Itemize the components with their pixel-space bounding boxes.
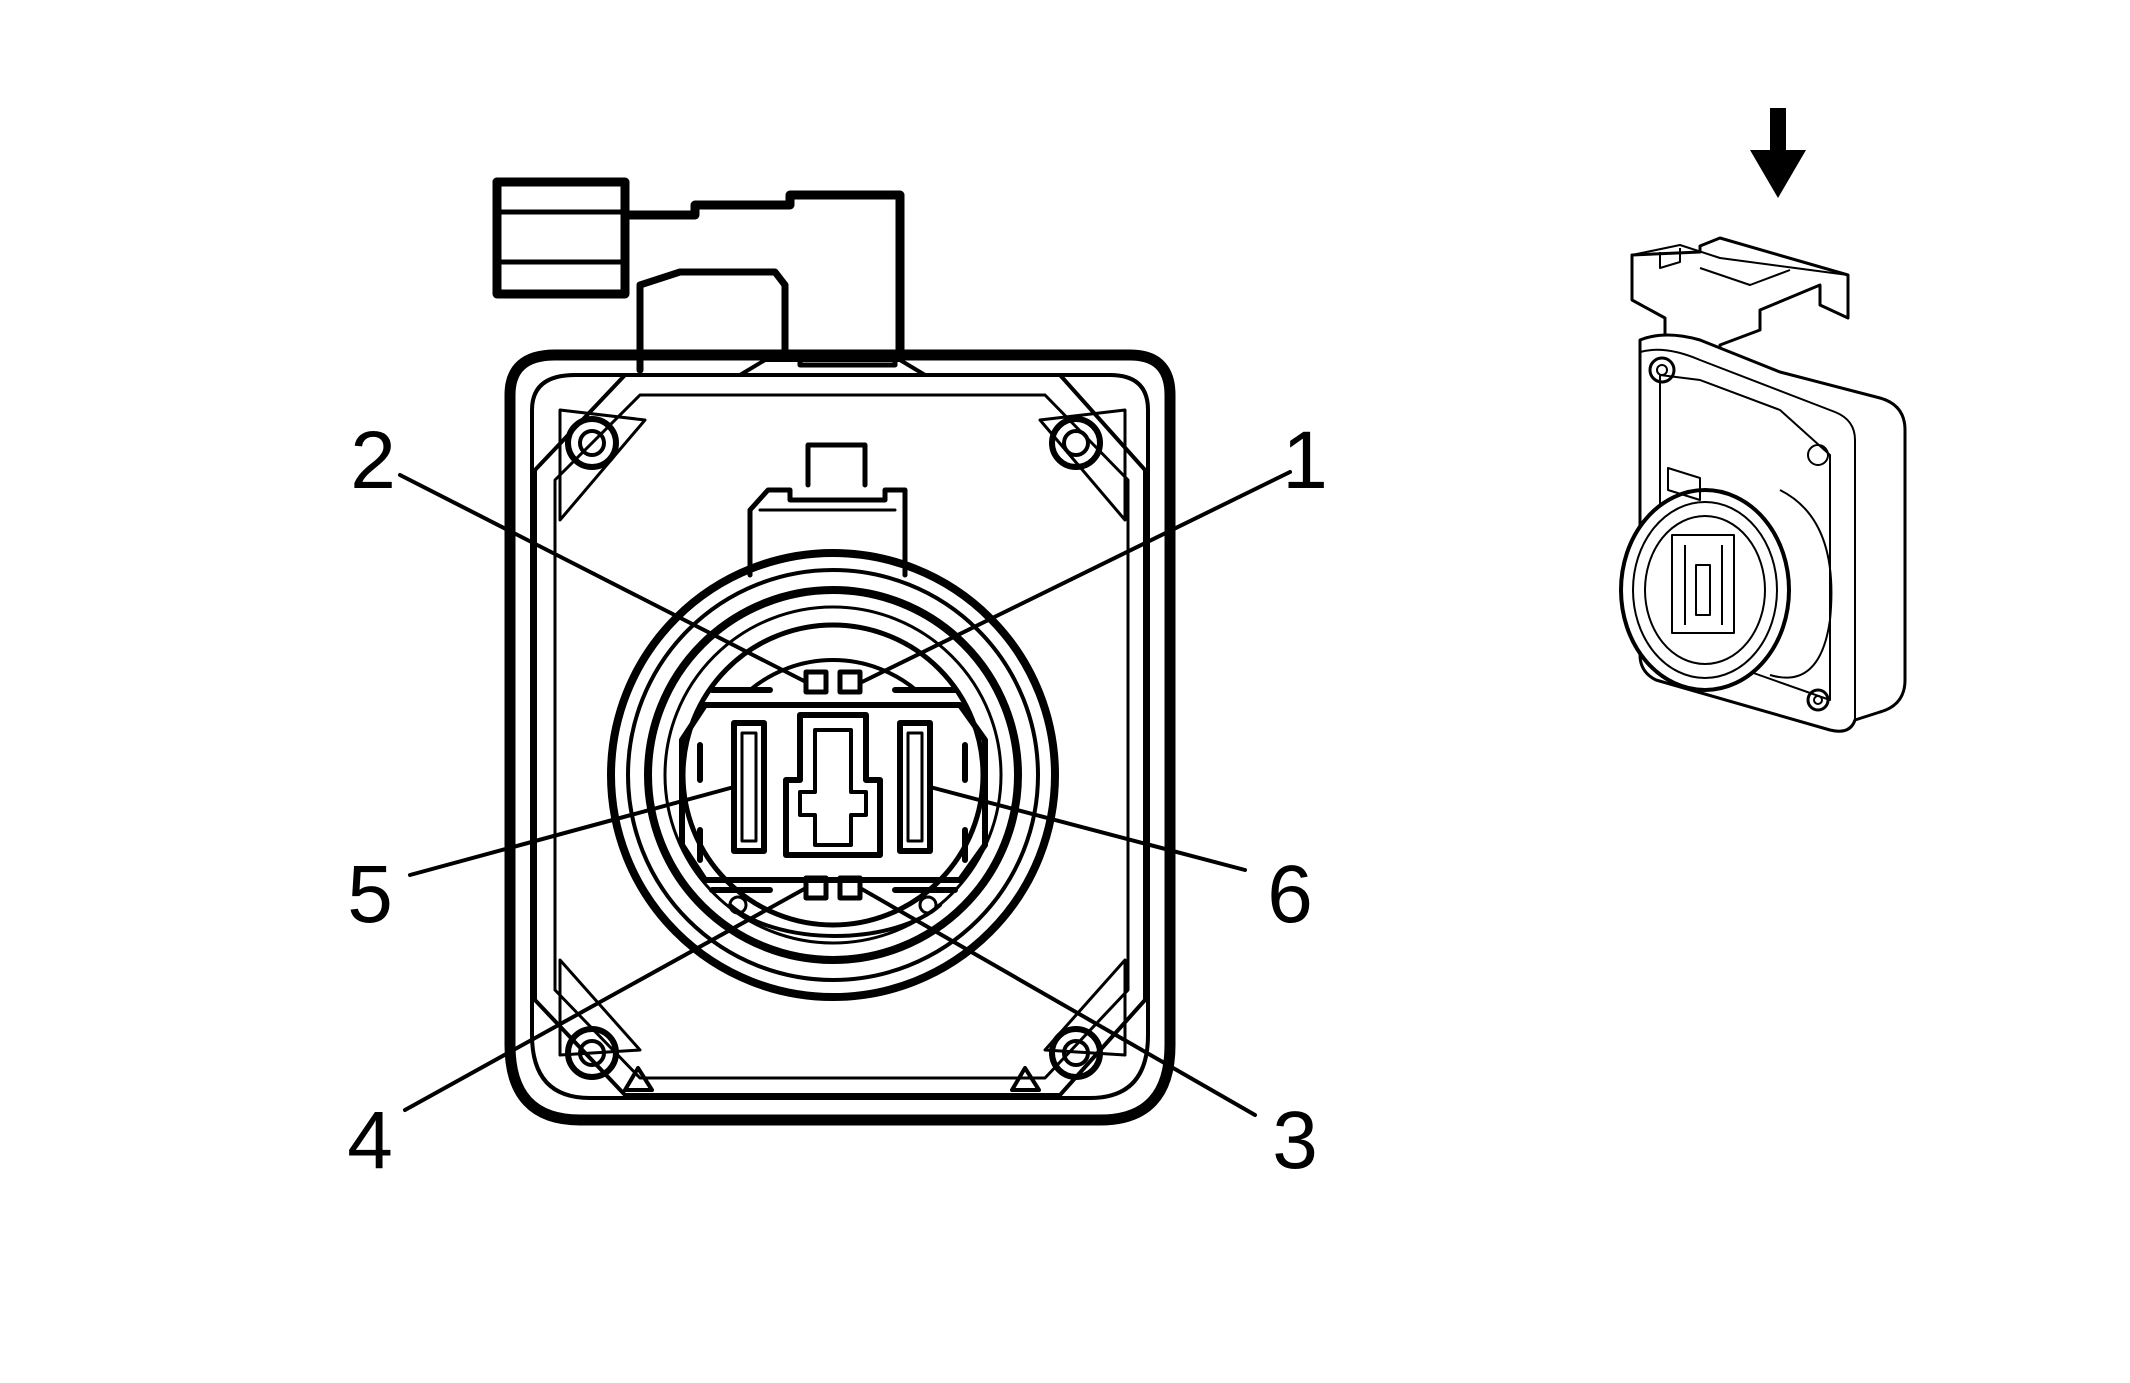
connector-housing <box>504 349 1176 1126</box>
pin-label-5: 5 <box>347 849 393 940</box>
leader-line-3 <box>858 886 1257 1117</box>
mounting-holes <box>565 416 1103 1092</box>
leader-lines <box>398 470 1292 1117</box>
leader-line-2 <box>398 473 808 684</box>
connector-face-view <box>492 177 1176 1126</box>
pin-labels: 1 2 3 4 5 6 <box>347 415 1328 1186</box>
leader-line-6 <box>928 785 1247 872</box>
leader-line-4 <box>403 886 808 1112</box>
leader-line-1 <box>860 470 1292 684</box>
pin-label-4: 4 <box>347 1095 393 1186</box>
contact-cavity-block <box>679 687 988 893</box>
pin-label-2: 2 <box>350 415 396 506</box>
socket-rings <box>607 549 1059 1001</box>
pin-label-3: 3 <box>1272 1095 1318 1186</box>
keyway <box>783 712 883 858</box>
connector-isometric <box>1619 236 1907 733</box>
locator-view <box>1619 108 1907 733</box>
pin-label-1: 1 <box>1282 415 1328 506</box>
pin-label-6: 6 <box>1267 849 1313 940</box>
locking-bracket <box>747 442 908 578</box>
down-arrow-icon <box>1750 108 1806 198</box>
leader-line-5 <box>408 785 736 877</box>
latch-tab <box>492 177 905 374</box>
